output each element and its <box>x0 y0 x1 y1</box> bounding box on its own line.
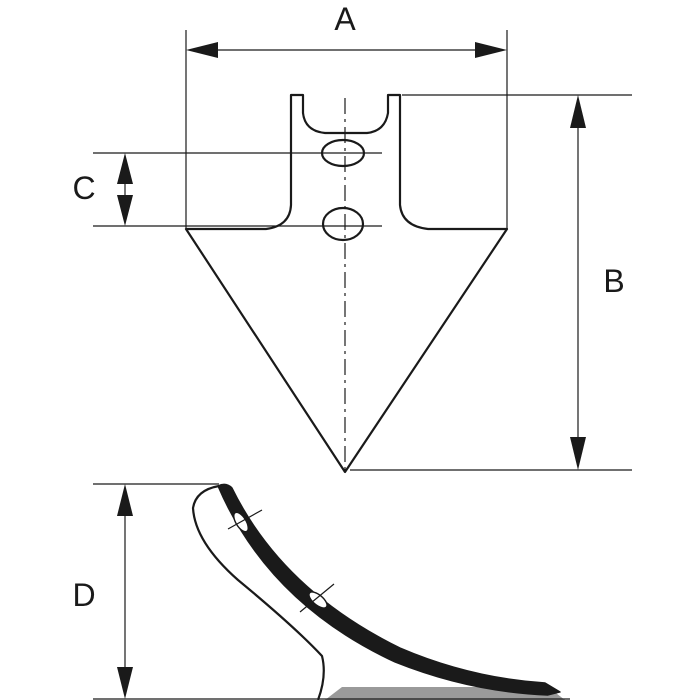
shank-notch <box>302 112 389 134</box>
dimension-c: C <box>72 152 304 227</box>
dimension-b-label: B <box>603 263 624 299</box>
dimension-b-arrow-top <box>570 95 586 128</box>
dimension-a-arrow-right <box>475 42 507 58</box>
share-top-view <box>184 93 509 474</box>
dimension-d-arrow-bottom <box>117 667 133 699</box>
dimension-c-arrow-bottom <box>117 195 133 226</box>
mounting-hole-lower <box>321 206 365 242</box>
dimension-c-label: C <box>72 170 95 206</box>
dimension-b: B <box>350 94 632 471</box>
dimension-d-arrow-top <box>117 484 133 516</box>
dimension-b-arrow-bottom <box>570 437 586 470</box>
dimension-a-arrow-left <box>186 42 218 58</box>
blade-bolt-axis-upper <box>227 509 263 530</box>
side-view-body <box>191 484 325 700</box>
blade-bolt-slot-lower <box>308 591 328 609</box>
dimension-d: D <box>72 483 219 699</box>
side-view-blade <box>217 483 561 696</box>
dimension-d-label: D <box>72 577 95 613</box>
dimension-a: A <box>185 1 508 229</box>
dimension-c-arrow-top <box>117 153 133 184</box>
dimension-a-label: A <box>334 1 356 37</box>
share-side-view <box>93 483 570 700</box>
blade-bolt-axis-lower <box>299 583 335 613</box>
